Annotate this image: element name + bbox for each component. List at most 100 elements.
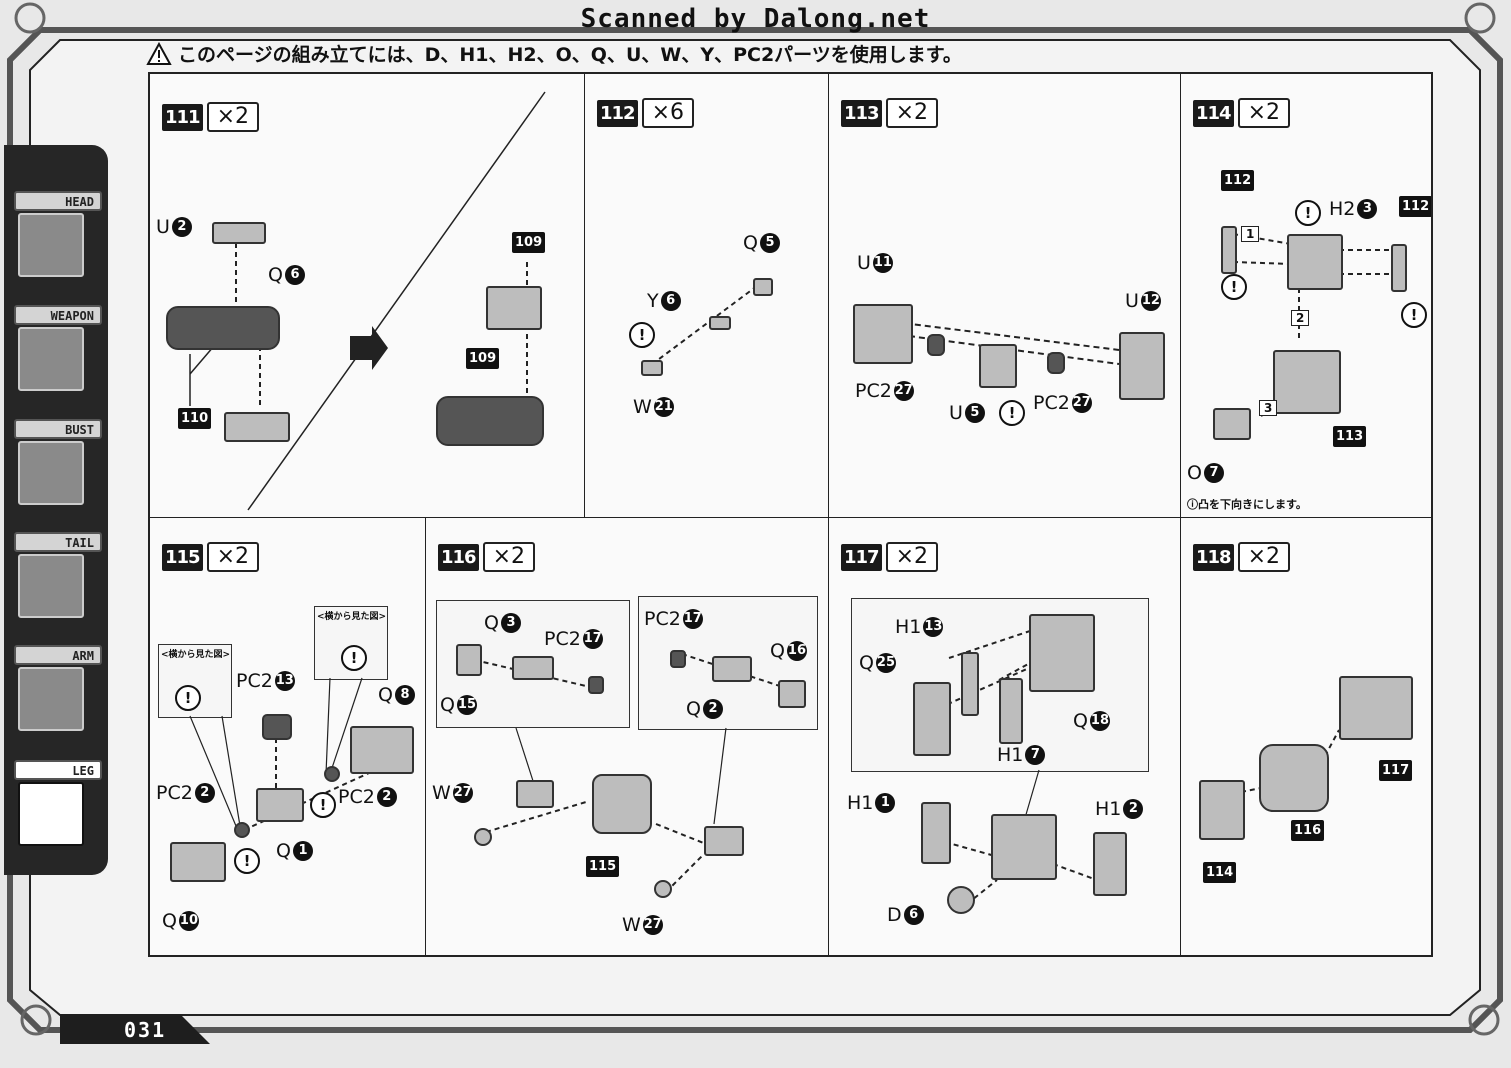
- part-number: 1: [875, 793, 896, 813]
- sidebar-item-arm[interactable]: ARM: [14, 645, 102, 731]
- part-letter: U: [156, 216, 170, 238]
- step-number: 111: [162, 103, 203, 131]
- tag-116: 116: [1291, 820, 1325, 841]
- part-letter: U: [1125, 290, 1139, 312]
- page-number-bar: [60, 1014, 210, 1044]
- part-letter: H1: [847, 792, 874, 814]
- part-q18: [1029, 614, 1095, 692]
- part-112: [1221, 226, 1237, 274]
- leg-icon: [18, 782, 84, 846]
- part-number: 6: [660, 291, 681, 311]
- part-letter: PC2: [1033, 392, 1070, 414]
- page-header: このページの組み立てには、D、H1、H2、O、Q、U、W、Y、PC2パーツを使用…: [146, 40, 962, 67]
- part-h1-13: [961, 652, 979, 716]
- part-number: 7: [1025, 745, 1046, 765]
- step-number: 115: [162, 543, 203, 571]
- step-number: 118: [1193, 543, 1234, 571]
- part-q2: [712, 656, 752, 682]
- part-u12: [1119, 332, 1165, 400]
- part-subassy: [516, 780, 554, 808]
- step-multiplier: ×2: [1237, 98, 1291, 128]
- part-116: [1259, 744, 1329, 812]
- tag-114: 114: [1203, 862, 1237, 883]
- arm-icon: [18, 667, 84, 731]
- step-multiplier: ×2: [482, 542, 536, 572]
- part-letter: PC2: [644, 608, 681, 630]
- sidebar: HEAD WEAPON BUST TAIL ARM LEG: [4, 145, 108, 875]
- part-number: 27: [893, 381, 914, 401]
- part-pc2-2: [234, 822, 250, 838]
- part-q5: [753, 278, 773, 296]
- side-view-label: <横から見た図>: [317, 612, 387, 622]
- part-letter: H1: [997, 744, 1024, 766]
- part-w27: [654, 880, 672, 898]
- part-q8: [350, 726, 414, 774]
- sidebar-item-label: BUST: [14, 419, 102, 439]
- order-2: 2: [1291, 310, 1310, 326]
- part-number: 2: [376, 787, 397, 807]
- step-header: 115 ×2: [162, 542, 260, 572]
- step-number: 113: [841, 99, 882, 127]
- step-header: 117 ×2: [841, 542, 939, 572]
- part-number: 27: [452, 783, 473, 803]
- tail-icon: [18, 554, 84, 618]
- note-text: 凸を下向きにします。: [1198, 498, 1307, 511]
- page-number: 031: [124, 1018, 167, 1042]
- step-header: 111 ×2: [162, 102, 260, 132]
- part-number: 27: [1071, 393, 1092, 413]
- part-letter: Q: [484, 612, 499, 634]
- step-header: 114 ×2: [1193, 98, 1291, 128]
- caution-note: ⓘ凸を下向きにします。: [1187, 498, 1307, 511]
- part-number: 21: [653, 397, 674, 417]
- step-number: 114: [1193, 99, 1234, 127]
- part-letter: PC2: [855, 380, 892, 402]
- part-number: 5: [964, 403, 985, 423]
- caution-icon: !: [999, 400, 1025, 426]
- head-icon: [18, 213, 84, 277]
- part-number: 7: [1203, 463, 1224, 483]
- sidebar-item-tail[interactable]: TAIL: [14, 532, 102, 618]
- sidebar-item-bust[interactable]: BUST: [14, 419, 102, 505]
- warning-icon: [146, 41, 172, 65]
- part-number: 16: [786, 641, 807, 661]
- part-h1-1: [921, 802, 951, 864]
- assembly-lines: [465, 653, 787, 893]
- part-number: 5: [759, 233, 780, 253]
- sidebar-item-head[interactable]: HEAD: [14, 191, 102, 277]
- weapon-icon: [18, 327, 84, 391]
- part-h1-2: [1093, 832, 1127, 896]
- caution-icon: !: [1295, 200, 1321, 226]
- part-letter: PC2: [544, 628, 581, 650]
- part-letter: H1: [1095, 798, 1122, 820]
- part-letter: H1: [895, 616, 922, 638]
- part-number: 13: [274, 671, 295, 691]
- part-w27: [474, 828, 492, 846]
- sidebar-item-label: LEG: [14, 760, 102, 780]
- sidebar-item-weapon[interactable]: WEAPON: [14, 305, 102, 391]
- part-letter: Q: [276, 840, 291, 862]
- caution-icon: !: [341, 645, 367, 671]
- part-letter: Q: [770, 640, 785, 662]
- step-header: 118 ×2: [1193, 542, 1291, 572]
- part-assembly-109: [436, 396, 544, 446]
- part-115: [592, 774, 652, 834]
- sidebar-item-leg[interactable]: LEG: [14, 760, 102, 846]
- caution-icon: !: [629, 322, 655, 348]
